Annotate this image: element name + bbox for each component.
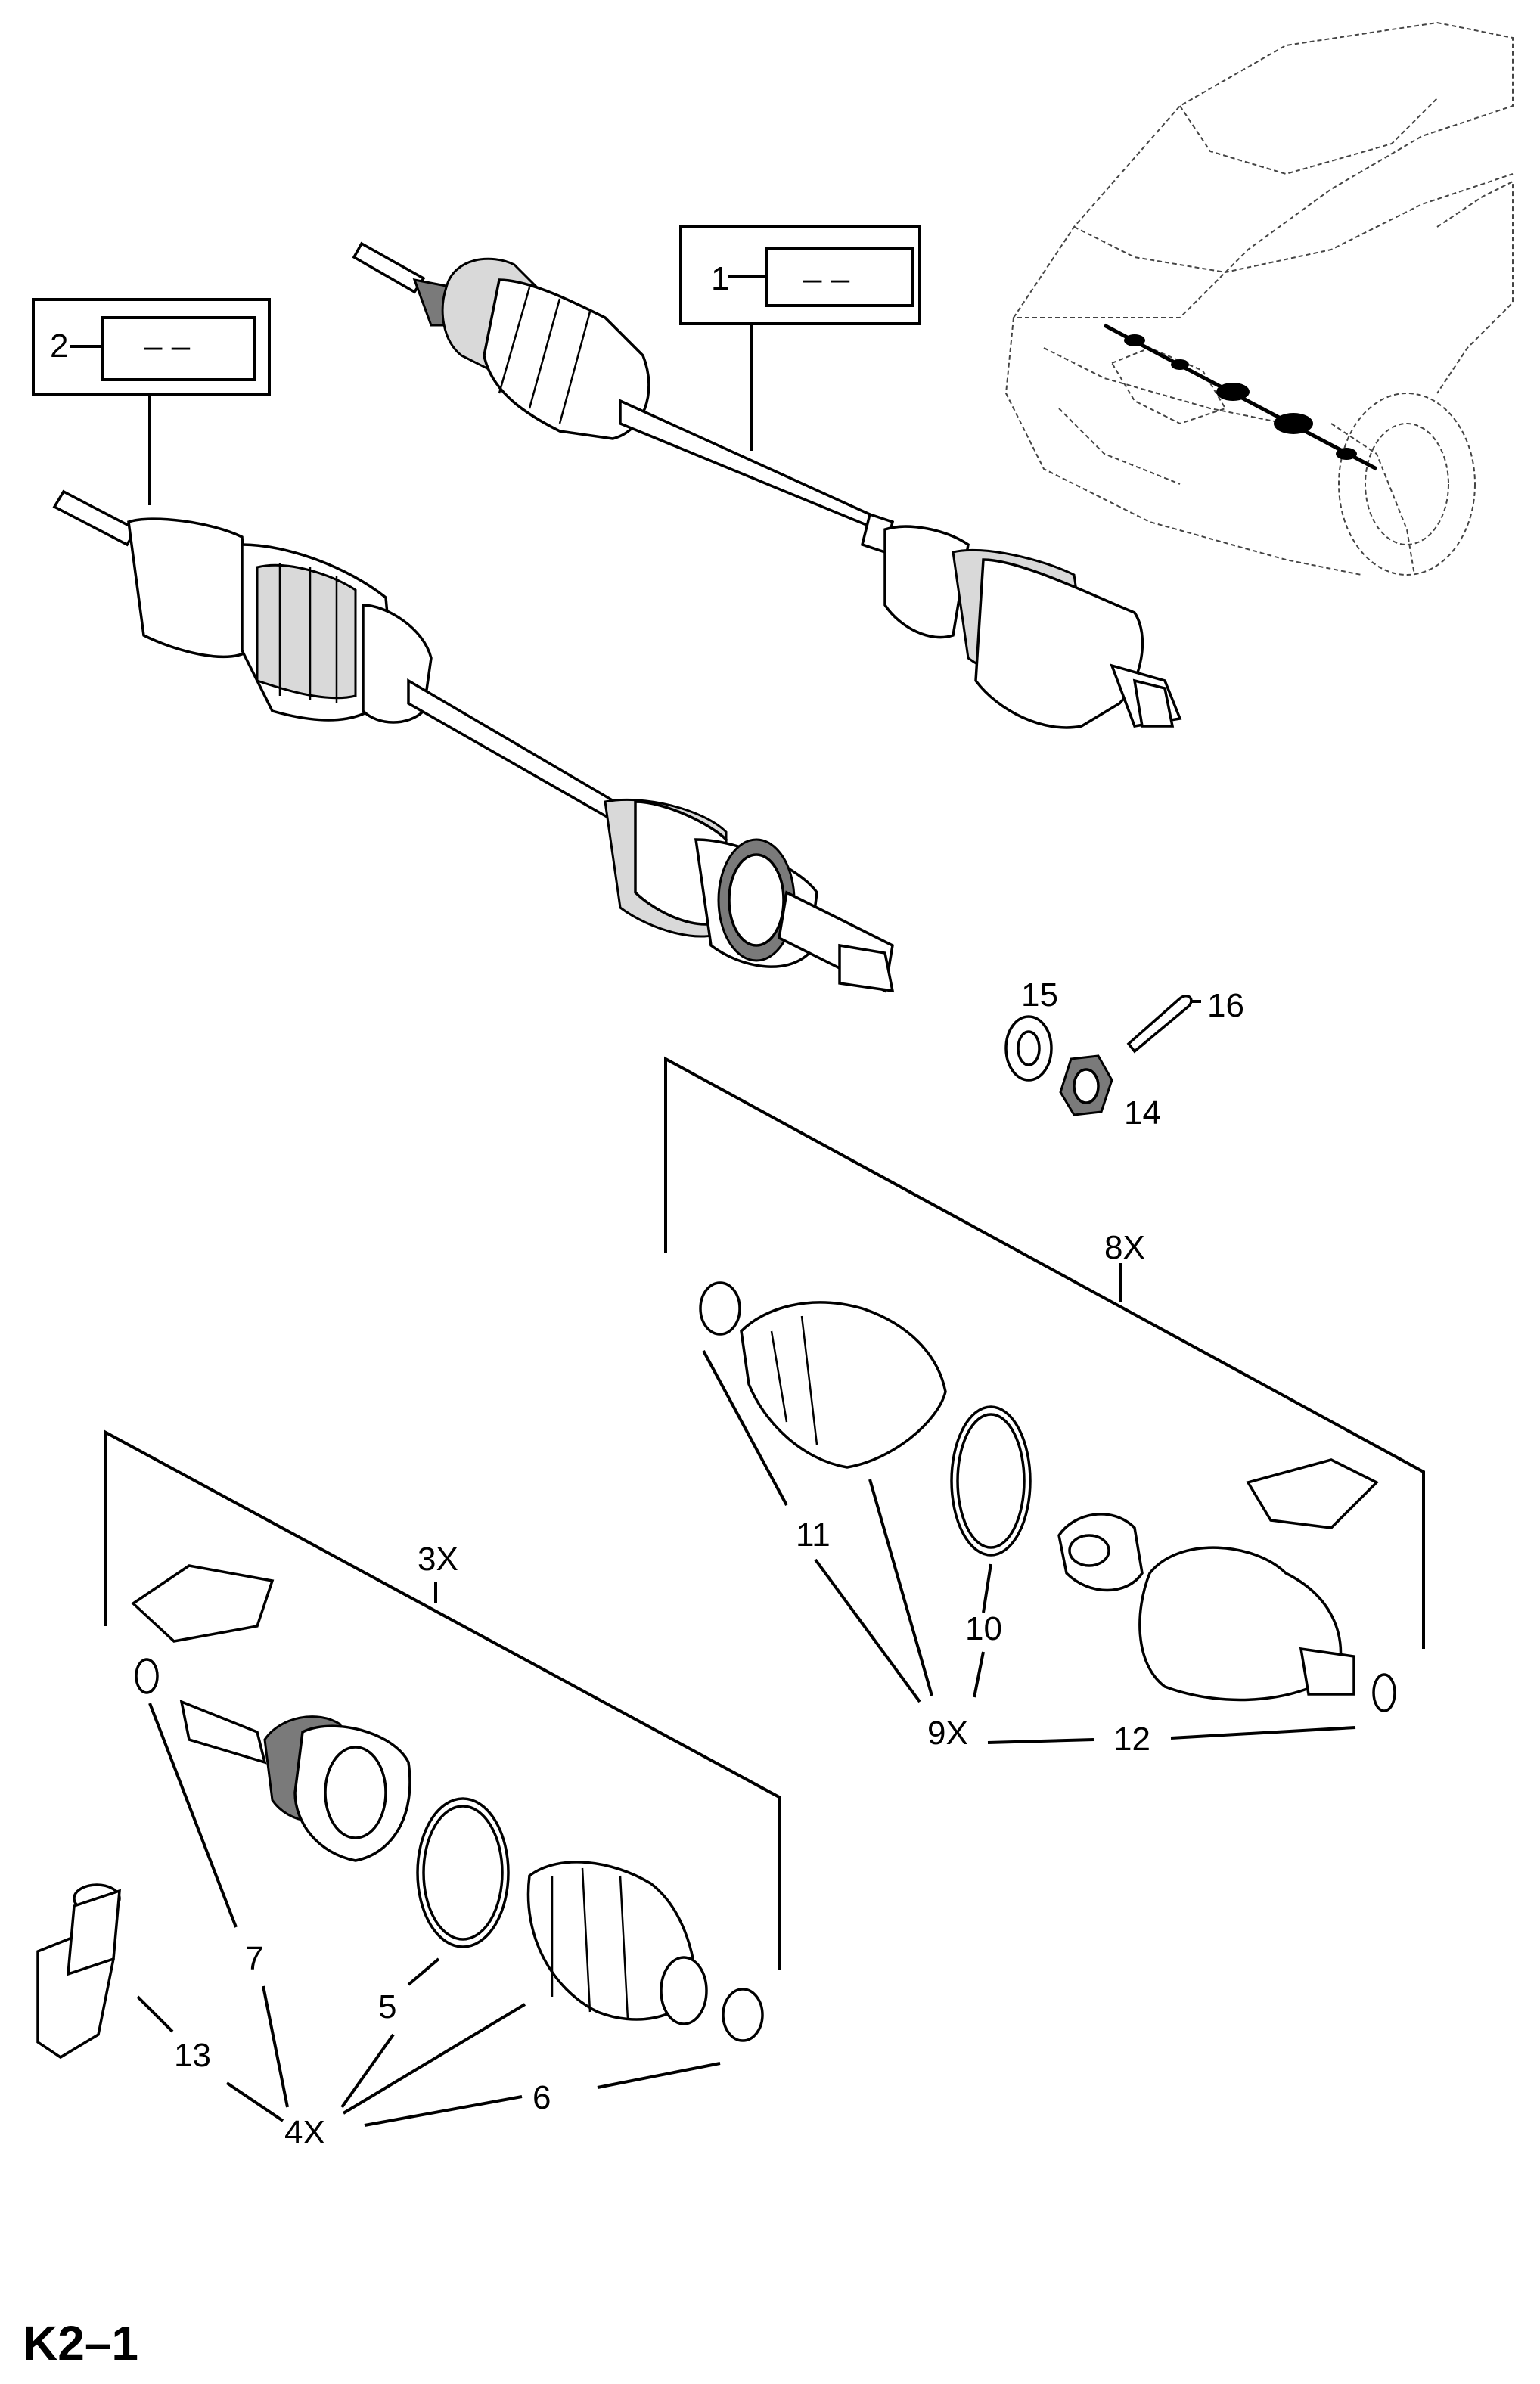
grease-sachet-outer <box>131 1564 275 1643</box>
callout-9x: 9X <box>927 1715 968 1752</box>
o-ring-outer <box>135 1658 159 1694</box>
callout-10: 10 <box>965 1610 1002 1647</box>
o-ring-inner <box>1372 1673 1396 1712</box>
drive-shaft-assembly-right <box>352 241 1182 729</box>
callout-15: 15 <box>1021 976 1058 1014</box>
callout-16: 16 <box>1207 987 1244 1024</box>
clamp-small-outer <box>722 1988 764 2042</box>
drive-shaft-assembly-left <box>52 489 895 993</box>
kit-callout-2: 2 – – <box>32 298 271 505</box>
kit-value-2: – – <box>144 327 191 365</box>
callout-13: 13 <box>174 2037 211 2074</box>
kit-callout-1: 1 – – <box>679 225 921 451</box>
stub-shaft-outer <box>179 1700 267 1765</box>
grease-sachet-inner <box>1246 1458 1379 1529</box>
callout-11: 11 <box>796 1516 831 1554</box>
callout-6: 6 <box>532 2079 551 2116</box>
page-code: K2–1 <box>23 2316 138 2370</box>
callout-4x: 4X <box>284 2114 325 2151</box>
outer-joint-kit-group: 3X 7 5 13 6 4X <box>36 1429 781 2151</box>
kit-number-2: 2 <box>50 327 68 365</box>
kit-number-1: 1 <box>711 260 729 297</box>
vehicle-locator-illustration <box>1004 21 1514 576</box>
callout-8x: 8X <box>1104 1229 1145 1266</box>
callout-14: 14 <box>1124 1094 1161 1131</box>
callout-12: 12 <box>1113 1721 1150 1758</box>
clamp-small-inner <box>699 1281 741 1336</box>
callout-7: 7 <box>245 1940 263 1977</box>
inner-joint-kit-group: 8X 11 10 9X 12 <box>664 1056 1425 1758</box>
kit-value-1: – – <box>803 260 850 297</box>
callout-3x: 3X <box>418 1541 458 1578</box>
boot-inner <box>740 1301 947 1469</box>
hub-nut-group: 15 16 14 <box>1004 976 1244 1131</box>
callout-5: 5 <box>378 1988 396 2025</box>
